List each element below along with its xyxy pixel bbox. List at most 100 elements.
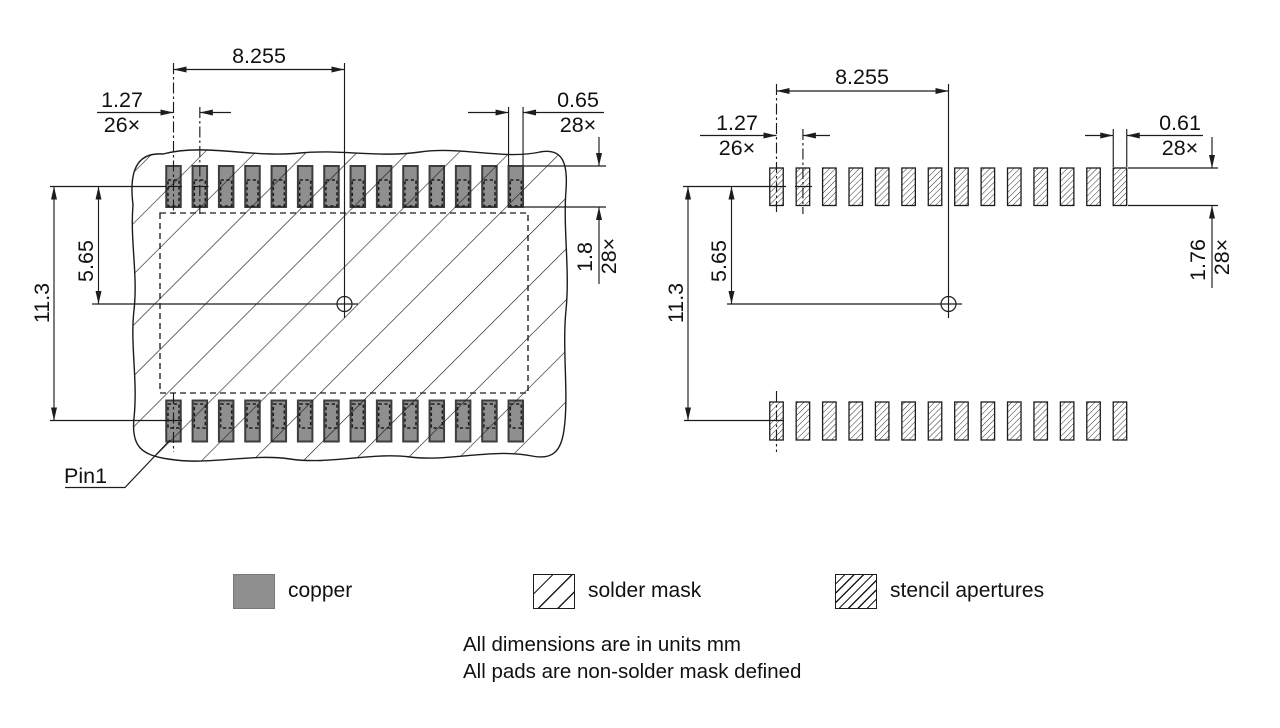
stencil-aperture-outline — [509, 403, 523, 429]
stencil-aperture-outline — [298, 179, 312, 207]
stencil-aperture — [1112, 401, 1128, 441]
stencil-aperture — [1086, 167, 1101, 207]
stencil-apertures — [769, 167, 1128, 441]
stencil-aperture — [1006, 167, 1022, 207]
dim-pitch-label: 1.27 — [101, 88, 143, 112]
stencil-aperture-outline — [272, 179, 286, 207]
dimension-arrowhead — [596, 207, 602, 220]
dim-pitch-label: 1.27 — [716, 111, 758, 135]
dim-pad-width-label: 0.65 — [557, 88, 599, 112]
dimension-arrowhead — [1209, 155, 1215, 168]
stencil-aperture — [874, 167, 890, 207]
center-mark — [336, 295, 353, 313]
stencil-aperture — [821, 401, 837, 441]
dimension-arrowhead — [160, 109, 174, 116]
dim-aperture-width-count-label: 28× — [1162, 136, 1198, 160]
dimension-arrowhead — [199, 109, 213, 116]
stencil-aperture-outline — [483, 179, 496, 207]
pin1-label: Pin1 — [64, 464, 107, 488]
stencil-aperture — [848, 167, 864, 207]
stencil-aperture — [980, 167, 996, 207]
stencil-aperture — [874, 401, 890, 441]
stencil-aperture-outline — [404, 179, 417, 207]
dim-pitch-count-label: 26× — [719, 136, 755, 160]
dim-half-height-label: 5.65 — [74, 240, 98, 282]
stencil-aperture-outline — [325, 179, 338, 207]
stencil-aperture — [954, 167, 969, 207]
stencil-aperture-outline — [351, 403, 365, 429]
stencil-aperture-outline — [272, 403, 286, 429]
stencil-aperture — [901, 401, 916, 441]
legend-item-copper: copper — [233, 572, 352, 610]
solder-mask-region-hatch — [131, 149, 568, 462]
legend-label-stencil-apertures: stencil apertures — [890, 579, 1045, 602]
dimension-arrowhead — [685, 407, 691, 421]
dim-pad-height-label: 1.8 — [573, 242, 597, 272]
dimension-arrowhead — [1209, 205, 1215, 219]
dim-aperture-height-label: 1.76 — [1186, 239, 1210, 281]
dimension-arrowhead — [495, 109, 509, 116]
stencil-aperture — [1086, 401, 1101, 441]
stencil-aperture-outline — [246, 179, 259, 207]
dimension-arrowhead — [173, 66, 187, 73]
stencil-aperture-outline — [219, 179, 233, 207]
stencil-aperture — [954, 401, 969, 441]
stencil-aperture — [980, 401, 996, 441]
dimension-arrowhead — [95, 291, 102, 304]
stencil-aperture — [1112, 167, 1128, 207]
stencil-apertures-swatch-icon — [835, 573, 877, 609]
dimension-arrowhead — [596, 153, 602, 166]
legend-item-solder-mask: solder mask — [533, 572, 701, 610]
legend-label-solder-mask: solder mask — [588, 579, 702, 602]
notes: All dimensions are in units mm All pads … — [463, 631, 801, 685]
stencil-aperture-outline — [219, 403, 233, 429]
note-units: All dimensions are in units mm — [463, 633, 741, 656]
dimension-arrowhead — [935, 88, 949, 94]
note-nsmd: All pads are non-solder mask defined — [463, 660, 802, 683]
pin1-leader-line — [65, 439, 171, 489]
stencil-aperture — [1059, 167, 1075, 207]
dimension-arrowhead — [776, 88, 790, 94]
stencil-aperture-outline — [325, 403, 338, 429]
dim-span-label: 8.255 — [835, 65, 889, 89]
stencil-aperture-outline — [456, 403, 470, 429]
dimension-arrowhead — [95, 186, 102, 200]
stencil-aperture-outline — [430, 179, 444, 207]
stencil-aperture — [848, 401, 864, 441]
dimension-arrowhead — [802, 132, 816, 139]
dim-full-height-label: 11.3 — [30, 283, 54, 323]
stencil-aperture — [795, 401, 811, 441]
dimension-arrowhead — [1100, 132, 1114, 139]
stencil-aperture — [1033, 401, 1049, 441]
stencil-aperture-outline — [298, 403, 312, 429]
dim-pad-width-count-label: 28× — [560, 113, 596, 137]
dim-full-height-label: 11.3 — [664, 283, 688, 323]
stencil-aperture-outline — [351, 179, 365, 207]
stencil-aperture-outline — [430, 403, 444, 429]
stencil-aperture-outline — [167, 403, 180, 429]
dimension-arrowhead — [728, 186, 735, 200]
dimension-arrowhead — [51, 186, 57, 200]
stencil-aperture — [927, 167, 943, 207]
solder-mask-swatch-icon — [533, 573, 575, 609]
stencil-aperture — [1033, 167, 1049, 207]
stencil-aperture — [821, 167, 837, 207]
dim-aperture-width-label: 0.61 — [1159, 111, 1201, 135]
dim-pad-height-count-label: 28× — [597, 238, 621, 274]
dimension-arrowhead — [331, 66, 345, 73]
dimension-arrowhead — [685, 186, 691, 200]
dim-span-label: 8.255 — [232, 44, 286, 68]
dim-pitch-count-label: 26× — [104, 113, 140, 137]
stencil-aperture — [927, 401, 943, 441]
dim-half-height-label: 5.65 — [707, 240, 731, 282]
dimension-arrowhead — [1126, 132, 1140, 139]
dim-aperture-height-count-label: 28× — [1210, 239, 1234, 275]
dimension-arrowhead — [51, 407, 57, 421]
stencil-aperture-outline — [377, 403, 391, 429]
stencil-aperture-outline — [483, 403, 496, 429]
dimension-arrowhead — [763, 132, 777, 139]
